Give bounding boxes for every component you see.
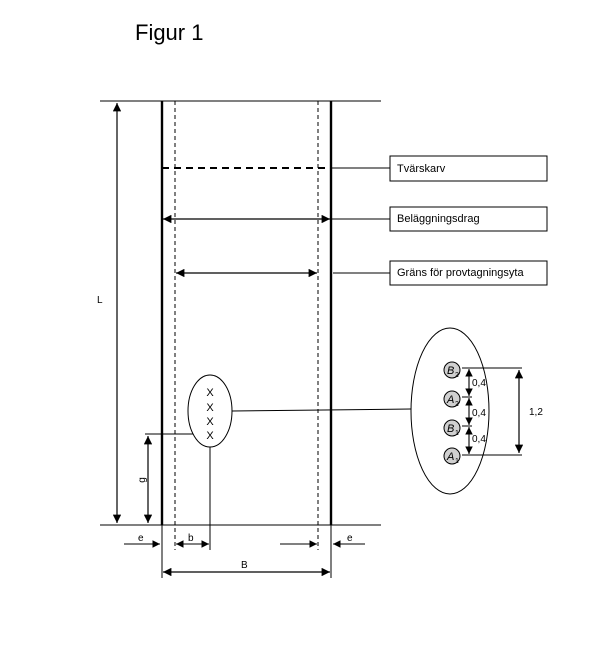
detail-point: A 2 (443, 390, 461, 408)
detail-point: B 2 (443, 361, 461, 379)
detail-point-index: 2 (455, 401, 459, 408)
figure-title: Figur 1 (135, 20, 203, 45)
label-box-tvarskarv (389, 155, 548, 182)
detail-point-index: 1 (455, 430, 459, 437)
total-spacing-label: 1,2 (529, 407, 543, 418)
detail-point-index: 1 (455, 458, 459, 465)
b-dimension-label: b (188, 533, 194, 544)
detail-point: B 1 (443, 419, 461, 437)
detail-point-letter: B (447, 423, 454, 435)
detail-point-letter: A (446, 394, 454, 406)
b-total-dimension-label: B (241, 560, 248, 571)
sample-mark: X (206, 402, 214, 414)
label-belaggningsdrag: Beläggningsdrag (397, 213, 480, 225)
e-right-label: e (347, 533, 353, 544)
sample-mark: X (206, 416, 214, 428)
detail-point-index: 2 (455, 372, 459, 379)
e-left-label: e (138, 533, 144, 544)
label-grans: Gräns för provtagningsyta (397, 267, 524, 279)
detail-point-letter: B (447, 365, 454, 377)
detail-connector-line (231, 408, 412, 412)
spacing-label: 0,4 (472, 408, 486, 419)
label-tvarskarv: Tvärskarv (397, 163, 446, 175)
length-dimension-label: L (97, 295, 103, 306)
spacing-label: 0,4 (472, 434, 486, 445)
spacing-label: 0,4 (472, 378, 486, 389)
sample-mark: X (206, 387, 214, 399)
label-box-belaggningsdrag (389, 206, 548, 232)
detail-point-letter: A (446, 451, 454, 463)
label-box-grans (389, 260, 548, 286)
sample-mark: X (206, 430, 214, 442)
g-dimension-label: g (137, 477, 148, 483)
detail-point: A 1 (443, 447, 461, 465)
